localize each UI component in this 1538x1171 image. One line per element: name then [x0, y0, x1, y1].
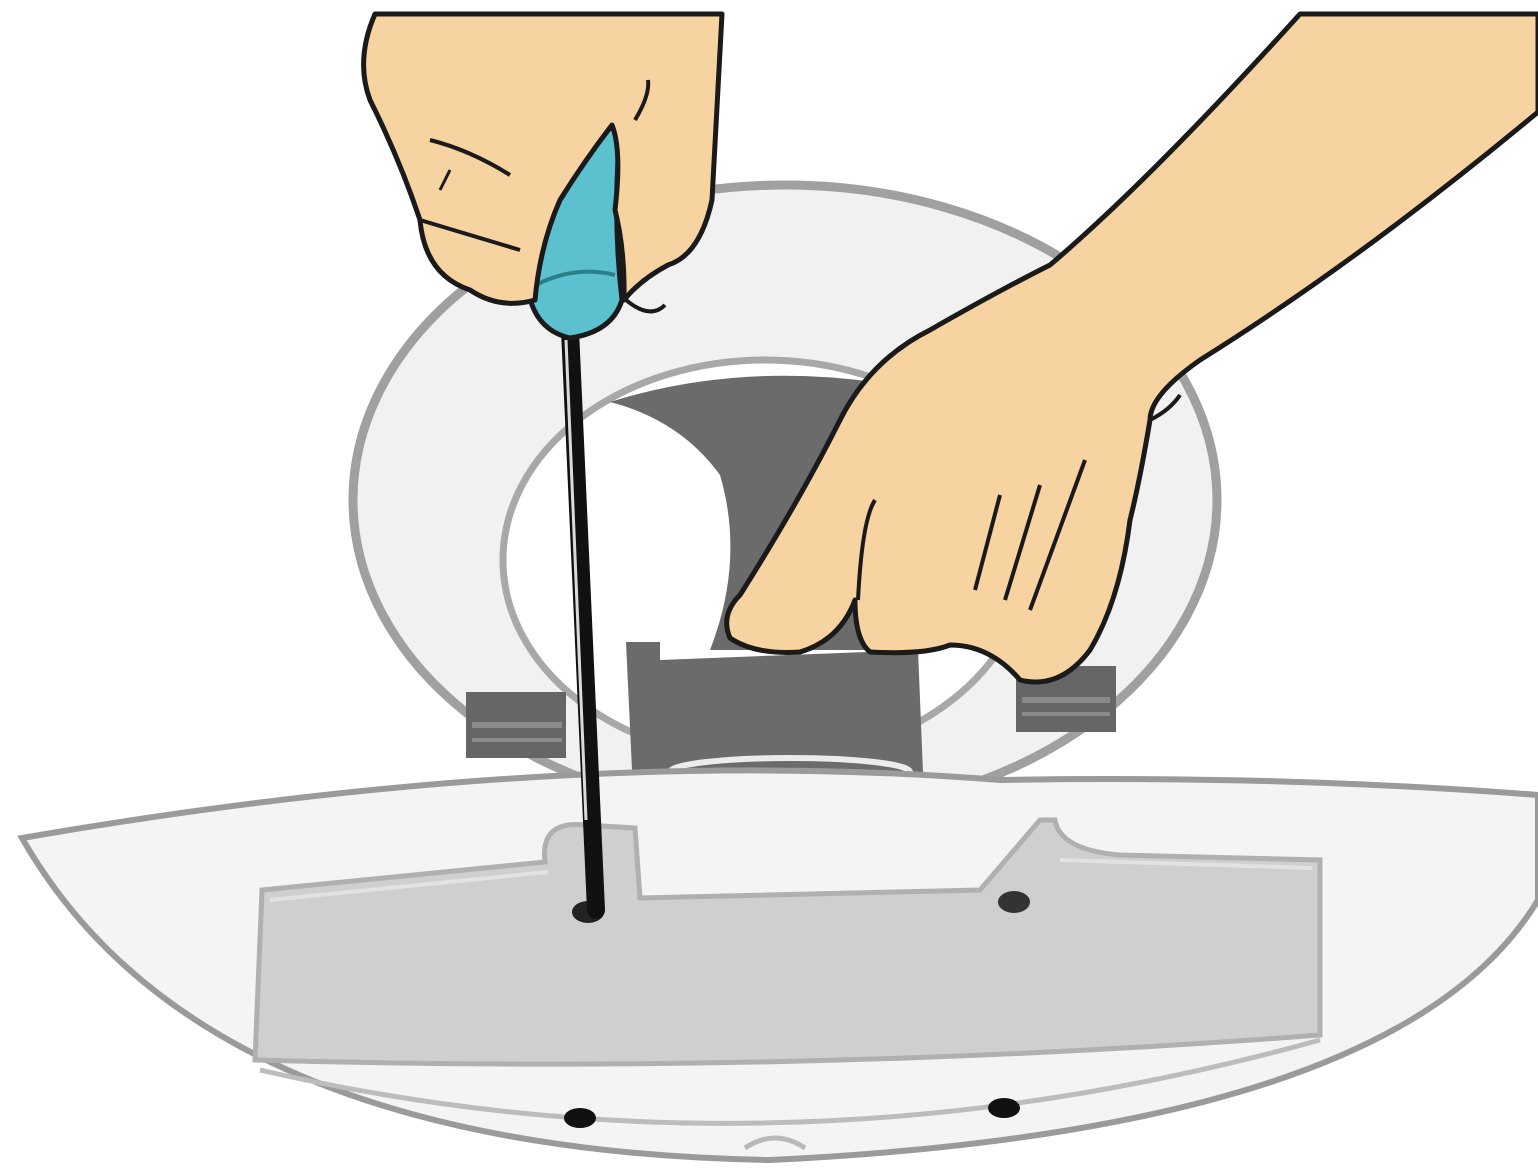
left-clip: [466, 692, 566, 758]
screw-hole-right: [998, 891, 1030, 913]
stand-base: [22, 770, 1538, 1160]
foot-hole-left: [564, 1108, 596, 1128]
foot-hole-right: [988, 1098, 1020, 1118]
left-hand: [364, 14, 722, 303]
